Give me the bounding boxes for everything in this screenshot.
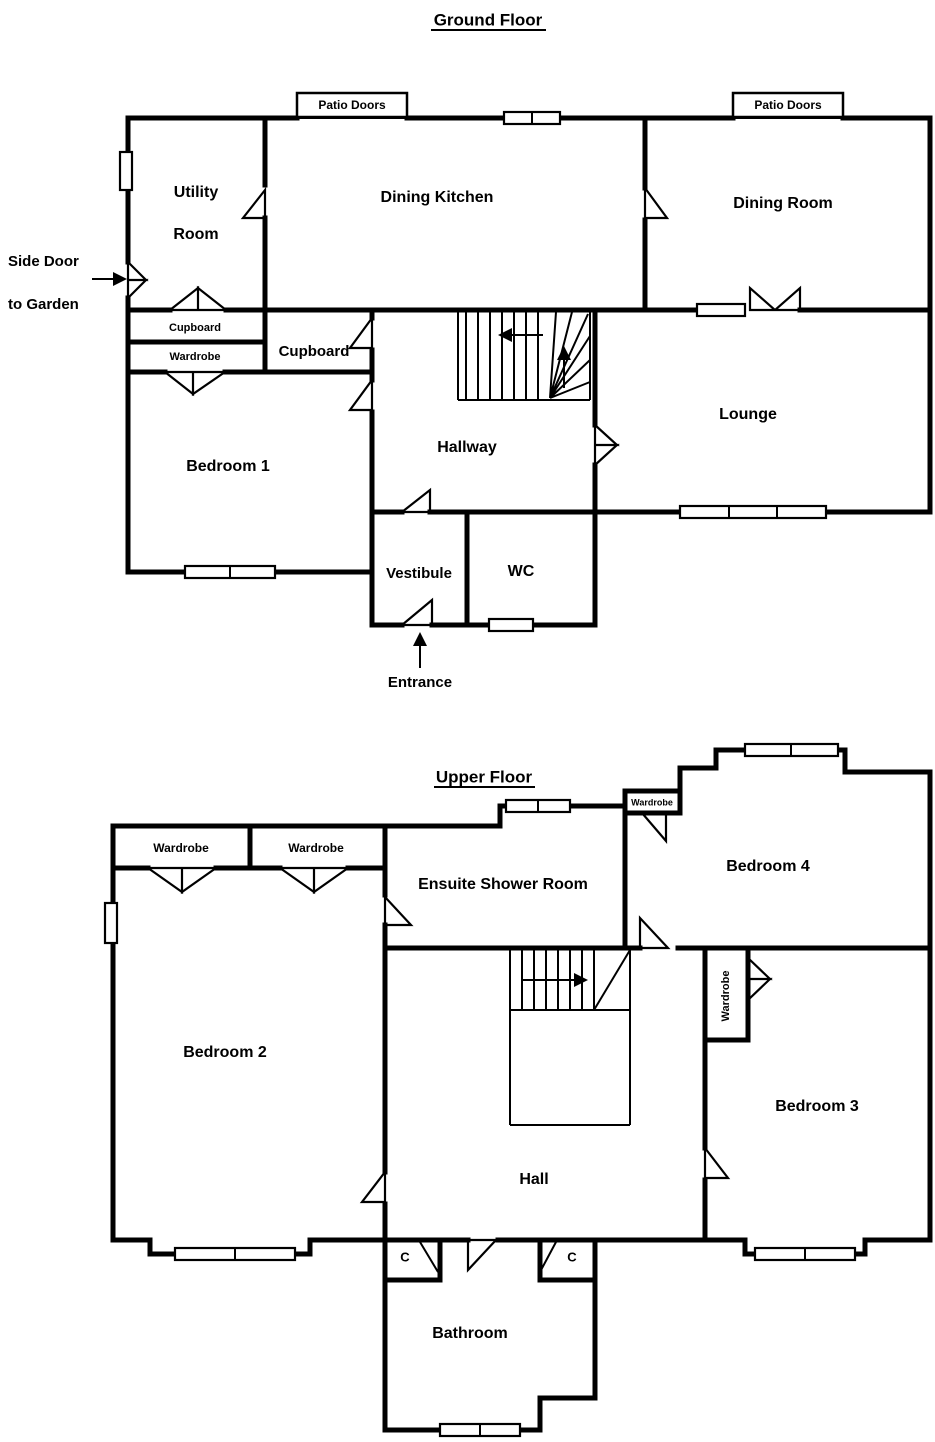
- hall-label: Hall: [519, 1171, 548, 1188]
- wc-label: WC: [508, 563, 535, 580]
- side-door-arrow-head: [113, 272, 127, 286]
- wc-window: [487, 617, 535, 633]
- bedroom1-label: Bedroom 1: [186, 458, 270, 475]
- upper-stairs-outline: [509, 948, 631, 1126]
- ground-interior-walls: [125, 115, 933, 628]
- ground-floor-title: Ground Floor: [434, 10, 543, 29]
- door-swing-marks-ground: [126, 184, 802, 627]
- dining-room-label: Dining Room: [733, 195, 833, 212]
- ground-floor-walls: [125, 115, 933, 628]
- lounge-window: [678, 504, 828, 520]
- cupboard-hall-label: Cupboard: [279, 343, 350, 360]
- stairs-winder-fan: [549, 311, 591, 399]
- utility-side-window: [118, 150, 134, 192]
- door-swing-marks-upper: [144, 811, 773, 1273]
- hallway-label: Hallway: [437, 439, 497, 456]
- lounge-window-dividers: [728, 506, 778, 518]
- cupboard-door-diagonals: [419, 1241, 557, 1273]
- dining-room-side-panel: [695, 302, 747, 318]
- utility-room-label-line2: Room: [173, 226, 218, 243]
- patio-doors-right-label: Patio Doors: [754, 98, 822, 112]
- upper-stairs-diagonal: [593, 949, 631, 1011]
- entrance-label: Entrance: [388, 674, 452, 691]
- cupboard-c-left-label: C: [400, 1249, 410, 1264]
- stairs-treads: [465, 310, 539, 400]
- cupboard-small-label: Cupboard: [169, 322, 221, 334]
- wardrobe-right-label: Wardrobe: [288, 841, 344, 855]
- bedroom3-label: Bedroom 3: [775, 1098, 859, 1115]
- upper-floor-stairs: [509, 948, 631, 1126]
- upper-walls: [110, 747, 933, 1433]
- wardrobe-small-label: Wardrobe: [170, 351, 221, 363]
- patio-doors-left-label: Patio Doors: [318, 98, 386, 112]
- ensuite-label: Ensuite Shower Room: [418, 876, 588, 893]
- ground-floor: Ground Floor Patio Doors Patio Doors Uti…: [8, 10, 933, 691]
- upper-stairs-arrow-head: [574, 973, 588, 987]
- ground-floor-windows: [118, 110, 828, 633]
- ground-floor-annotations: [92, 29, 845, 668]
- entrance-arrow-head: [413, 632, 427, 646]
- upper-floor-doors: [144, 811, 773, 1273]
- bedroom4-label: Bedroom 4: [726, 858, 810, 875]
- upper-floor-labels: Upper Floor Wardrobe Wardrobe Ensuite Sh…: [153, 767, 859, 1342]
- bathroom-label: Bathroom: [432, 1325, 508, 1342]
- vestibule-label: Vestibule: [386, 565, 452, 582]
- lounge-label: Lounge: [719, 406, 777, 423]
- wardrobe-left-label: Wardrobe: [153, 841, 209, 855]
- ground-floor-labels: Ground Floor Patio Doors Patio Doors Uti…: [8, 10, 833, 690]
- wardrobe-bedroom4-label: Wardrobe: [631, 797, 673, 807]
- ground-floor-stairs: [457, 310, 591, 401]
- dining-kitchen-label: Dining Kitchen: [381, 189, 494, 206]
- ground-floor-doors: [126, 184, 802, 627]
- upper-floor: Upper Floor Wardrobe Wardrobe Ensuite Sh…: [103, 742, 933, 1438]
- patio-doors-right-box: [731, 91, 845, 119]
- stairs-direction-arrow-heads: [498, 328, 571, 360]
- bedroom2-side-window: [103, 901, 119, 945]
- wardrobe-bedroom3-label: Wardrobe: [720, 971, 732, 1022]
- upper-floor-title: Upper Floor: [436, 767, 533, 786]
- side-door-label-line2: to Garden: [8, 296, 79, 313]
- upper-floor-walls: [110, 747, 933, 1433]
- utility-room-label-line1: Utility: [174, 184, 219, 201]
- bedroom2-label: Bedroom 2: [183, 1044, 267, 1061]
- stairs-outline: [457, 310, 591, 401]
- upper-floor-windows: [103, 742, 857, 1438]
- cupboard-c-right-label: C: [567, 1249, 577, 1264]
- side-door-label-line1: Side Door: [8, 253, 79, 270]
- patio-doors-left-box: [295, 91, 409, 119]
